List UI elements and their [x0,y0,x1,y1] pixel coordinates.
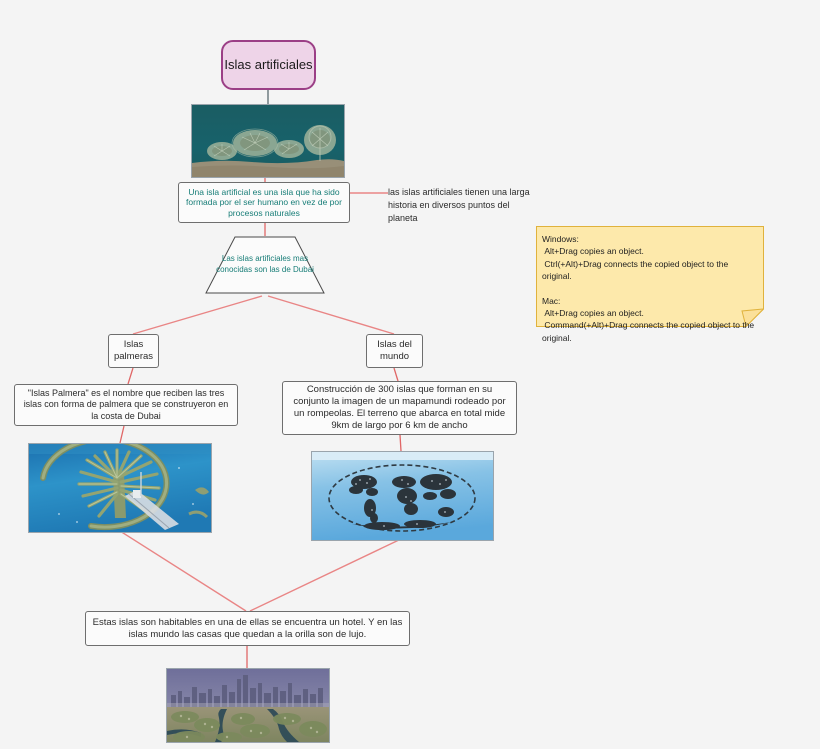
trapezoid-node-label: Las islas artificiales mas conocidas son… [216,254,314,274]
side-note-text[interactable]: las islas artificiales tienen una larga … [388,187,530,224]
image-palm-jumeirah-graphic [29,444,211,532]
bottom-description-text: Estas islas son habitables en una de ell… [92,616,403,640]
root-node-islas-artificiales[interactable]: Islas artificiales [221,40,316,90]
node-islas-del-mundo-label: Islas del mundo [377,339,412,362]
image-palm-jumeirah[interactable] [28,443,212,533]
definition-text-box[interactable]: Una isla artificial es una isla que ha s… [178,182,350,223]
palm-description-text: "Islas Palmera" es el nombre que reciben… [23,388,229,421]
definition-text: Una isla artificial es una isla que ha s… [186,186,342,218]
bottom-description-box[interactable]: Estas islas son habitables en una de ell… [85,611,410,646]
image-dubai-artificial-islands-graphic [192,105,344,177]
sticky-note-shape [536,226,764,327]
trapezoid-node-dubai[interactable]: Las islas artificiales mas conocidas son… [205,236,325,294]
world-description-text: Construcción de 300 islas que forman en … [293,384,506,431]
root-node-label: Islas artificiales [224,57,313,73]
sticky-note[interactable]: Windows: Alt+Drag copies an object. Ctrl… [536,226,764,343]
node-islas-palmeras[interactable]: Islas palmeras [108,334,159,368]
node-islas-palmeras-label: Islas palmeras [113,339,154,362]
image-dubai-artificial-islands[interactable] [191,104,345,178]
node-islas-del-mundo[interactable]: Islas del mundo [366,334,423,368]
image-dubai-skyline-graphic [167,669,329,742]
palm-description-box[interactable]: "Islas Palmera" es el nombre que reciben… [14,384,238,426]
trapezoid-shape [205,236,325,294]
sticky-note-text: Windows: Alt+Drag copies an object. Ctrl… [542,234,755,343]
world-description-box[interactable]: Construcción de 300 islas que forman en … [282,381,517,435]
image-dubai-skyline[interactable] [166,668,330,743]
image-the-world-islands-graphic [312,452,493,540]
image-the-world-islands[interactable] [311,451,494,541]
